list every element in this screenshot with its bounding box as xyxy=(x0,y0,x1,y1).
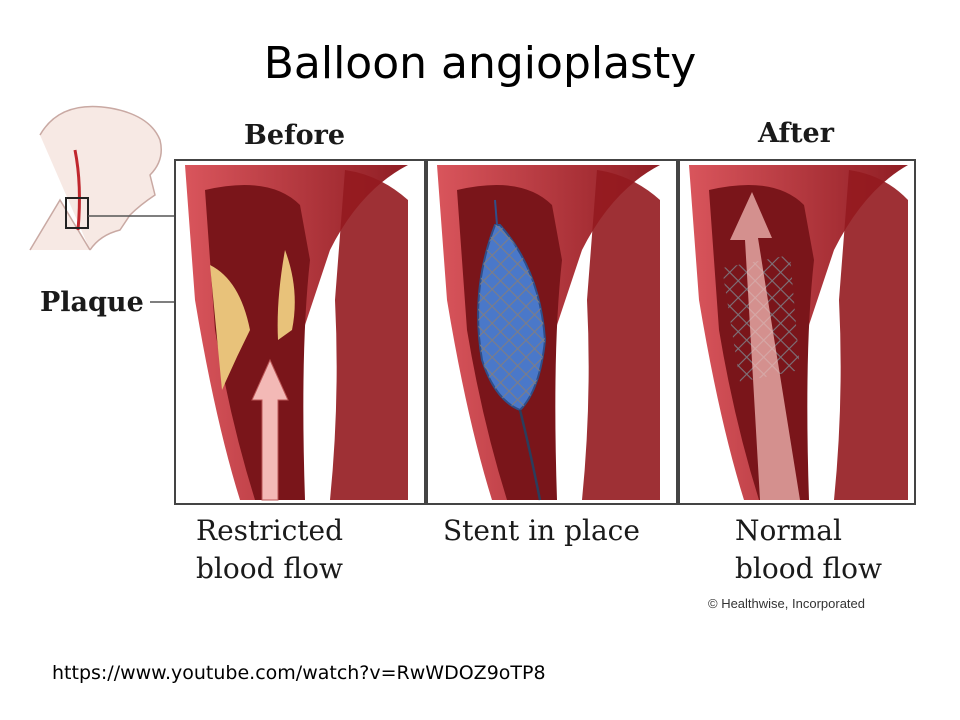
copyright-credit: © Healthwise, Incorporated xyxy=(708,596,865,611)
zoom-box xyxy=(65,197,89,229)
label-after: After xyxy=(758,118,834,149)
caption-restricted-line2: blood flow xyxy=(196,552,343,585)
label-before: Before xyxy=(244,120,346,151)
caption-normal: Normal blood flow xyxy=(735,512,882,588)
source-url[interactable]: https://www.youtube.com/watch?v=RwWDOZ9o… xyxy=(52,662,546,684)
slide-title: Balloon angioplasty xyxy=(263,38,697,89)
panel-stent xyxy=(426,159,678,505)
caption-normal-line2: blood flow xyxy=(735,552,882,585)
caption-stent-line1: Stent in place xyxy=(443,514,640,547)
label-plaque: Plaque xyxy=(40,287,144,318)
caption-normal-line1: Normal xyxy=(735,514,842,547)
caption-restricted: Restricted blood flow xyxy=(196,512,343,588)
head-neck-sketch xyxy=(29,105,175,251)
caption-stent: Stent in place xyxy=(443,512,640,550)
panel-restricted xyxy=(174,159,426,505)
panel-normal xyxy=(678,159,916,505)
caption-restricted-line1: Restricted xyxy=(196,514,344,547)
